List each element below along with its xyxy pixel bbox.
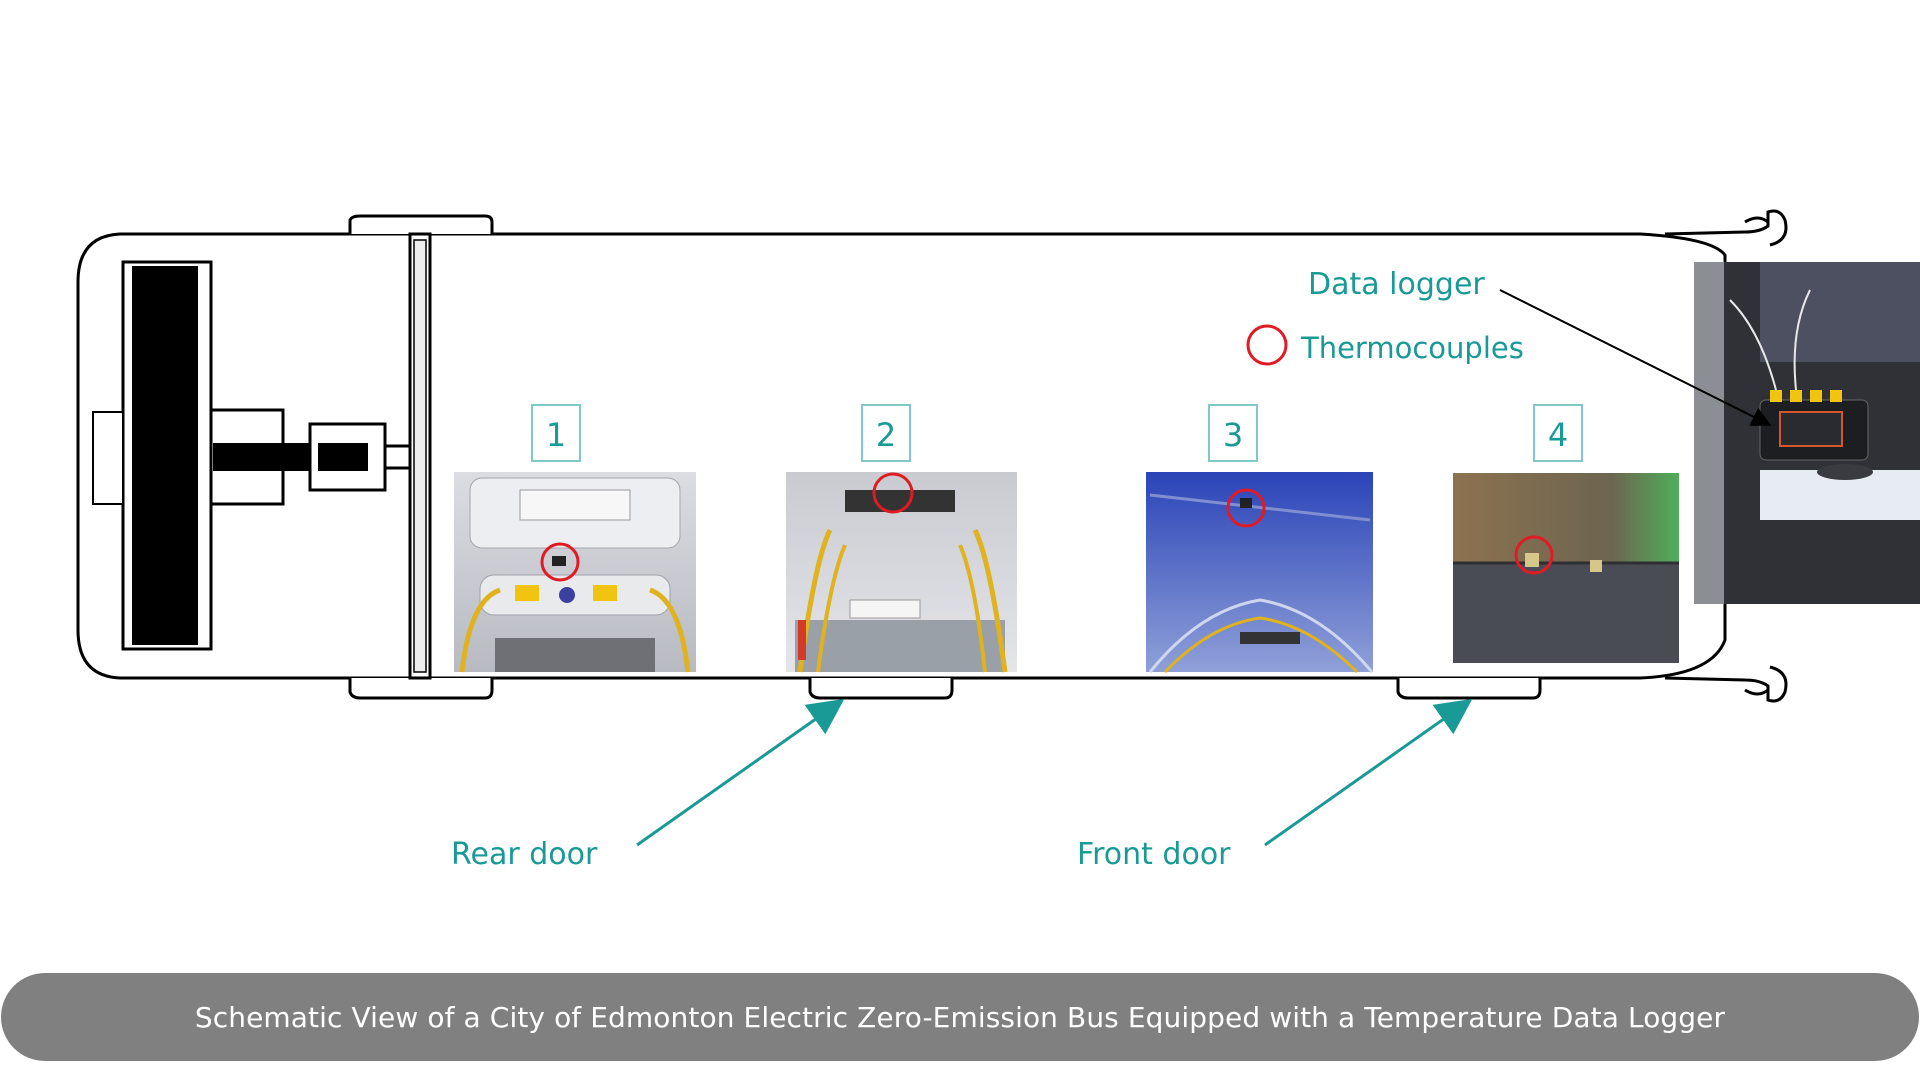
thermocouple-legend-marker: [1246, 324, 1288, 366]
data-logger-pointer: [1499, 289, 1772, 426]
photo-position-2: [786, 472, 1017, 673]
position-2-label: 2: [876, 416, 896, 454]
photo-position-1: [454, 472, 696, 673]
thermocouples-label: Thermocouples: [1300, 331, 1524, 365]
photo-position-4: [1453, 473, 1679, 663]
front-door-arrow: [1264, 698, 1473, 847]
rear-door-label: Rear door: [451, 837, 598, 872]
position-3-label: 3: [1223, 416, 1243, 454]
caption-text: Schematic View of a City of Edmonton Ele…: [194, 1000, 1726, 1034]
rear-door-arrow: [636, 698, 845, 847]
data-logger-label: Data logger: [1308, 267, 1485, 302]
legend: Data logger Thermocouples: [1246, 267, 1772, 426]
front-door-label: Front door: [1077, 837, 1231, 872]
position-4-label: 4: [1548, 416, 1568, 454]
position-markers: 1 2 3 4: [531, 404, 1583, 462]
door-annotations: Rear door Front door: [451, 698, 1473, 872]
caption-bar: Schematic View of a City of Edmonton Ele…: [1, 973, 1919, 1061]
photo-position-3: [1146, 472, 1374, 674]
position-1-label: 1: [546, 416, 566, 454]
photo-data-logger: [1694, 262, 1920, 604]
